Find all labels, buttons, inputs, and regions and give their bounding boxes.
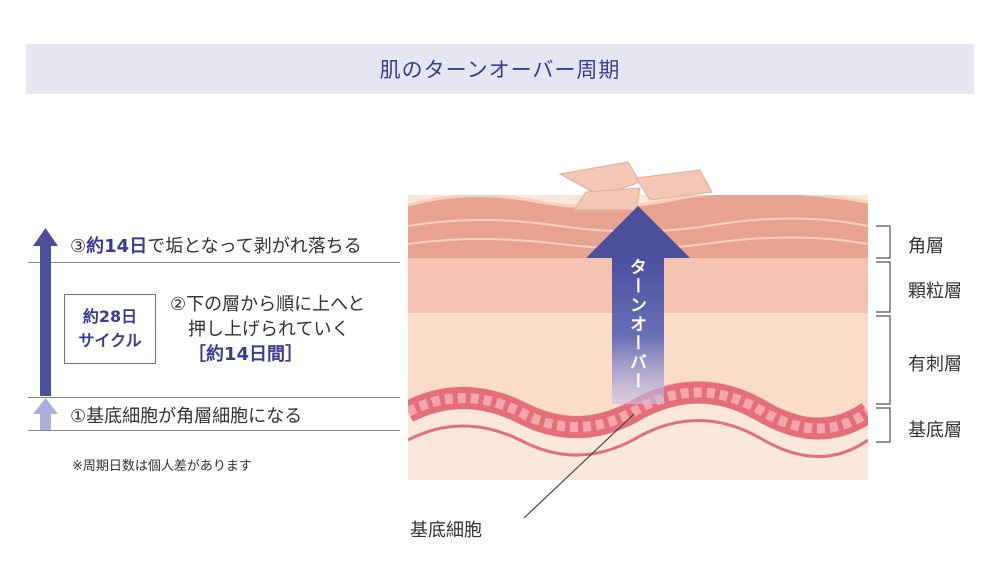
stage-basal: ①基底細胞が角層細胞になる: [70, 406, 303, 427]
basal-cell-label: 基底細胞: [410, 520, 482, 541]
shedding-flakes: [558, 161, 713, 211]
layer-label-corneum: 角層: [908, 236, 944, 257]
stage-shedding-days: 約14日: [86, 236, 148, 257]
timeline-line-3: [28, 430, 400, 431]
stage-shedding-text: で垢となって剥がれ落ちる: [147, 236, 362, 257]
stage-pushup: ②下の層から順に上へと 押し上げられていく ［約14日間］: [170, 292, 365, 367]
cycle-label: サイクル: [78, 331, 142, 350]
basal-cell-leader: [523, 413, 635, 519]
timeline-line-2: [28, 397, 400, 398]
cycle-box: 約28日 サイクル: [64, 294, 156, 364]
page-title: 肌のターンオーバー周期: [379, 58, 621, 82]
timeline-line-1: [28, 262, 400, 263]
layer-label-spinosum: 有刺層: [908, 354, 962, 375]
note: ※周期日数は個人差があります: [72, 459, 252, 474]
stage-pushup-line1: ②下の層から順に上へと: [170, 294, 366, 315]
timeline-arrow: [33, 228, 58, 430]
layer-label-granulosum: 顆粒層: [908, 281, 962, 302]
layer-brackets: [876, 225, 891, 443]
stage-pushup-days: ［約14日間］: [188, 344, 304, 365]
turnover-label: ターンオーバー: [626, 258, 646, 391]
stage-shedding: ③約14日で垢となって剥がれ落ちる: [70, 232, 362, 258]
title-bar: 肌のターンオーバー周期: [26, 44, 974, 94]
stage-shedding-num: ③: [70, 236, 87, 257]
turnover-arrow: [586, 206, 690, 404]
layer-label-basale: 基底層: [908, 420, 962, 441]
cycle-days: 約28日: [82, 307, 138, 326]
stage-pushup-line2: 押し上げられていく: [188, 319, 350, 340]
